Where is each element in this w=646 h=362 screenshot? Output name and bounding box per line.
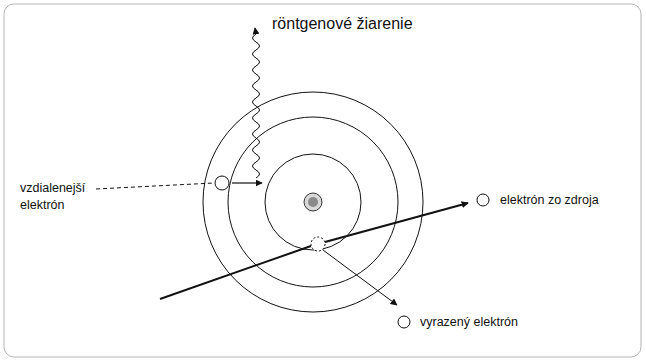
frame — [4, 4, 641, 357]
ejected-electron — [398, 316, 410, 328]
nucleus — [304, 193, 322, 211]
radiation-label: röntgenové žiarenie — [272, 13, 413, 35]
electron-label: vzdialenejší elektrón — [20, 180, 104, 214]
nucleus-core — [308, 197, 318, 207]
electron-label: elektrón zo zdroja — [500, 192, 599, 209]
outer-shell — [203, 92, 423, 312]
transition-arrow — [232, 182, 262, 183]
xray-wave — [253, 28, 260, 178]
electron-label: vyrazený elektrón — [420, 314, 518, 331]
ejected-path — [323, 250, 397, 305]
source-electron — [477, 194, 489, 206]
source-path-in — [160, 246, 311, 299]
vacancy — [311, 237, 325, 251]
middle-shell — [228, 117, 398, 287]
leader-line — [96, 183, 214, 189]
outer-electron — [215, 176, 229, 190]
source-path-out — [325, 203, 468, 242]
